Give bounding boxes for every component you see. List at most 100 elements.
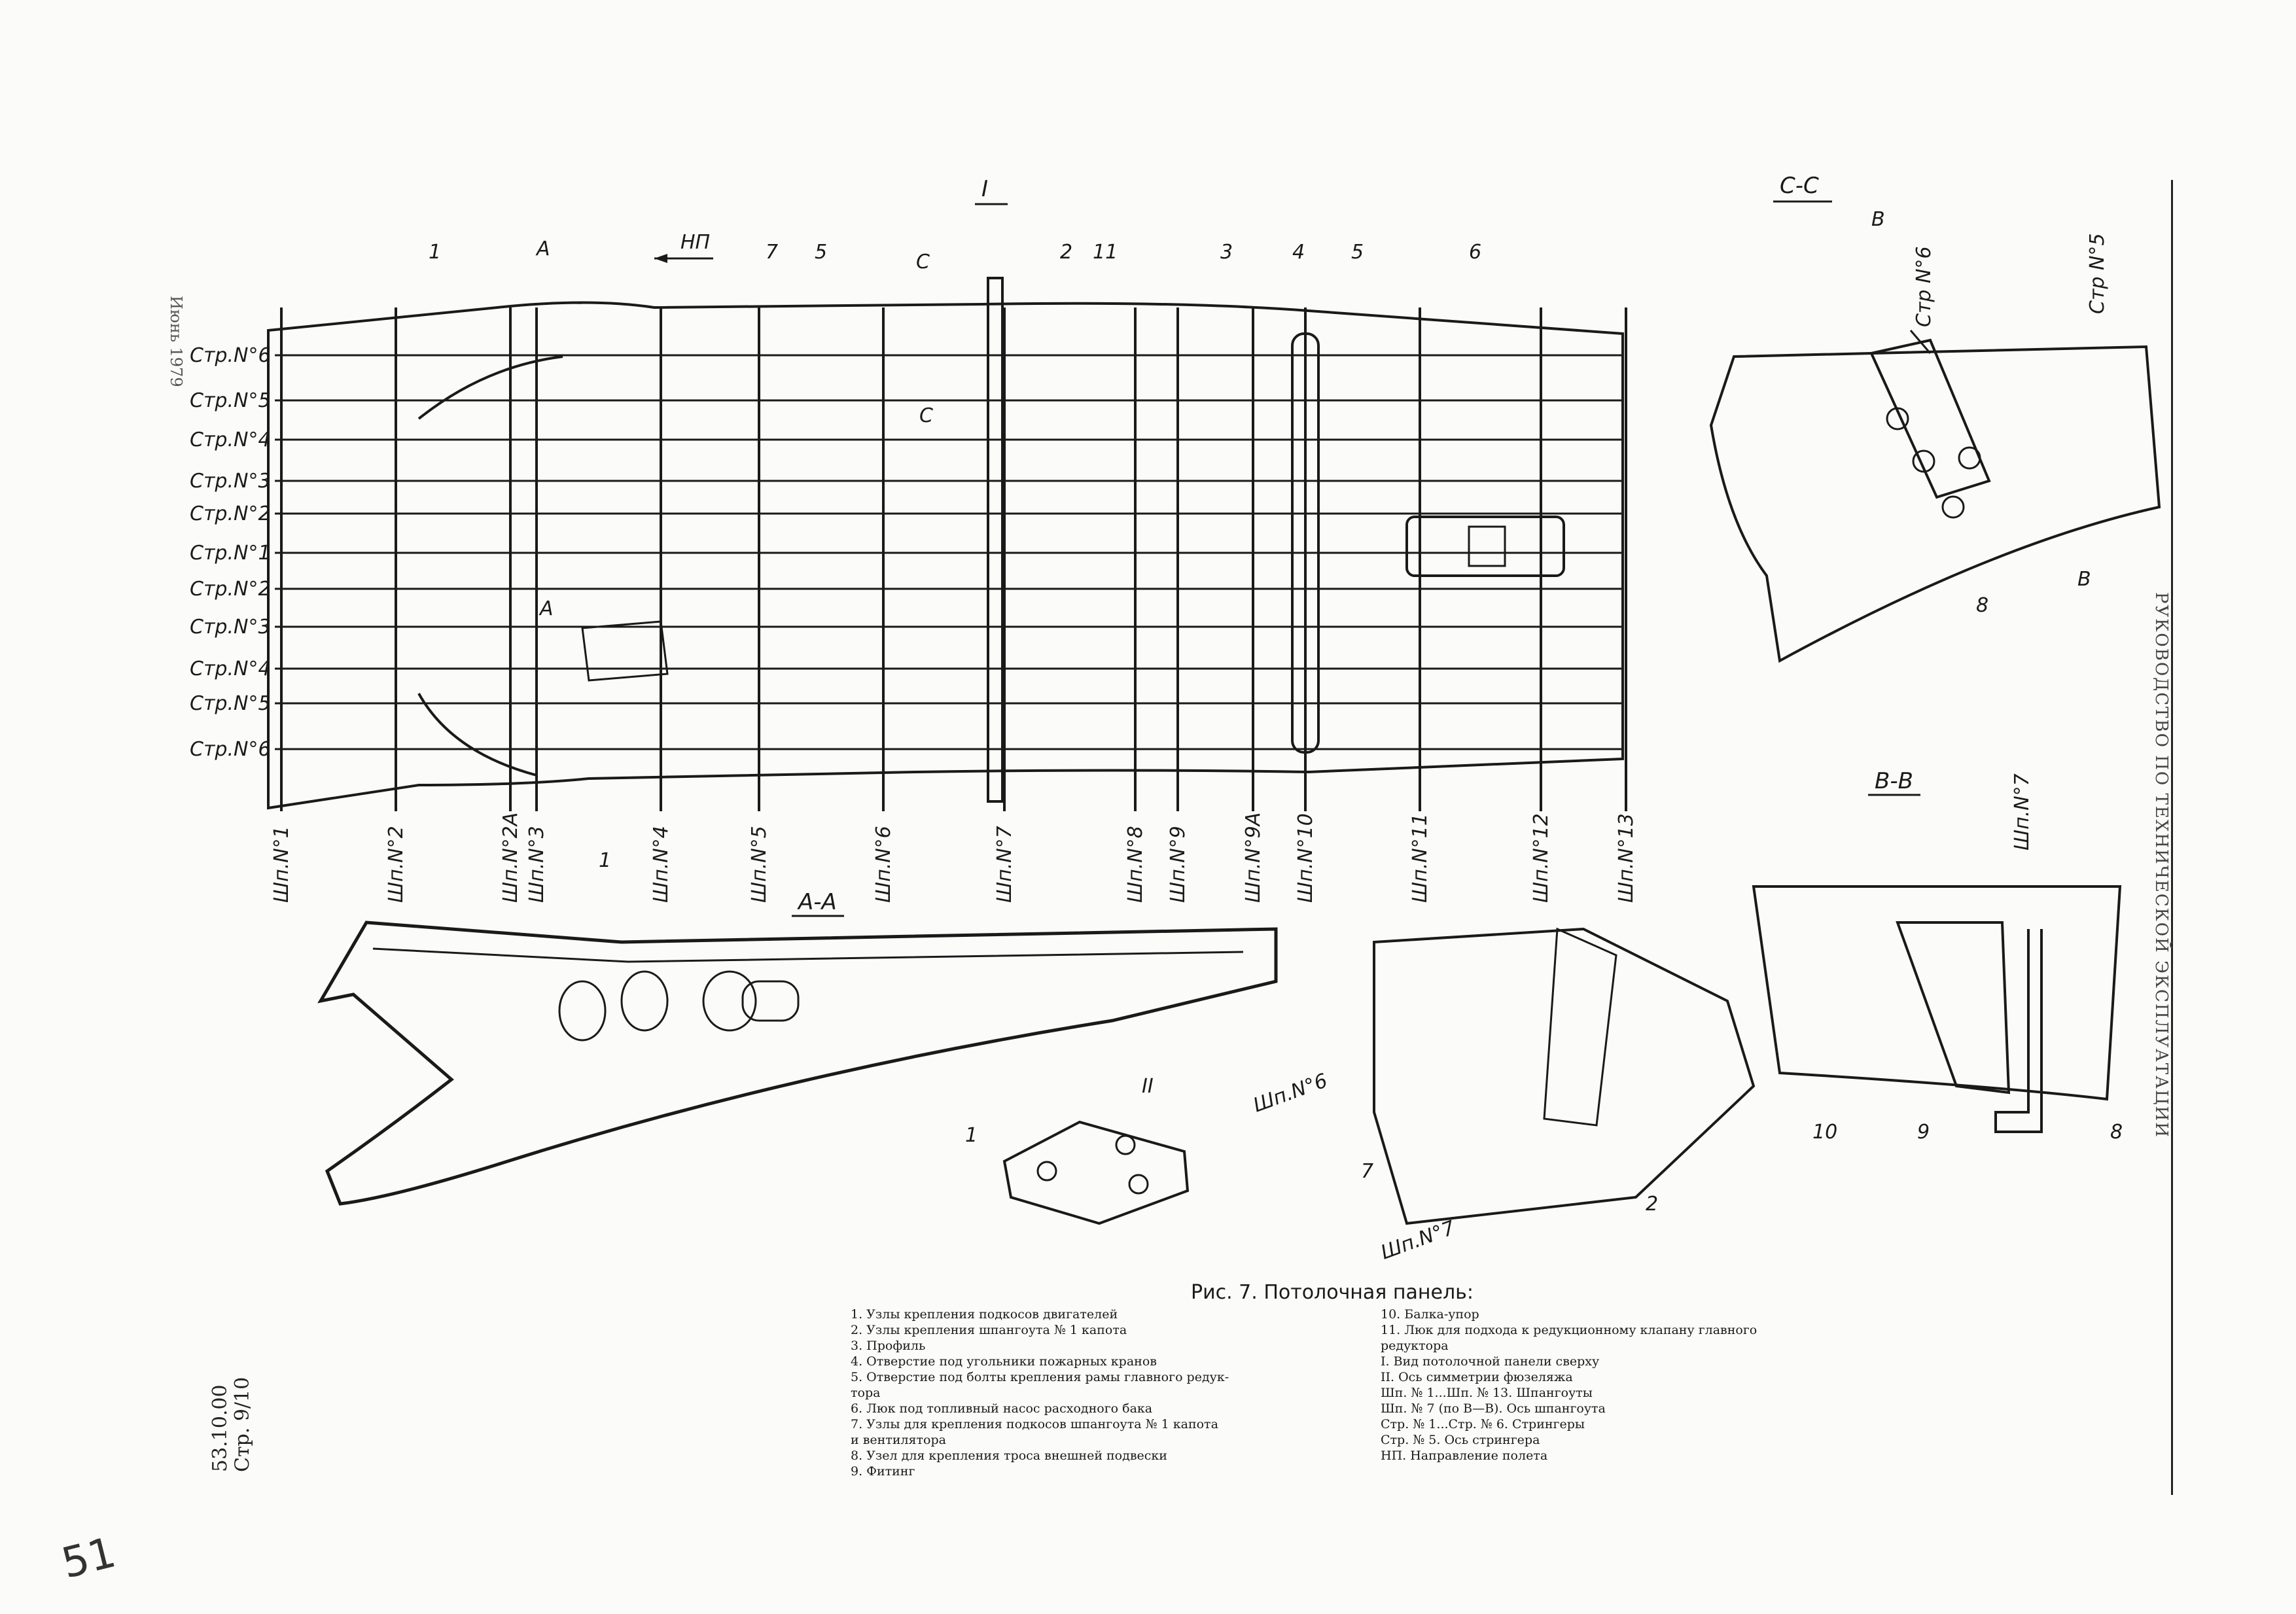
callout-label: 11	[1093, 241, 1118, 264]
callout-label: 1	[429, 241, 441, 264]
profile-beam-frame-7	[987, 277, 1004, 803]
section-cc-stringer-label: Стр N°6	[1913, 246, 1935, 327]
legend-item: 2. Узлы крепления шпангоута № 1 капота	[851, 1323, 1127, 1337]
frame-label: Шп.N°11	[1409, 813, 1432, 903]
callout-label: 4	[1292, 241, 1305, 264]
top-view-title: I	[981, 176, 988, 202]
detail-bolt-3	[1128, 1174, 1149, 1195]
frame-label: Шп.N°13	[1615, 813, 1638, 903]
section-cc-bolt-2	[1912, 449, 1935, 473]
frame-label: Шп.N°3	[525, 826, 548, 903]
section-cc-mark-b-top: В	[1871, 208, 1885, 231]
section-mark-a-bottom: А	[539, 597, 554, 620]
detail-bolt-1	[1036, 1161, 1057, 1182]
frame-label: Шп.N°9	[1167, 826, 1190, 903]
manual-title: РУКОВОДСТВО ПО ТЕХНИЧЕСКОЙ ЭКСПЛУАТАЦИИ	[2151, 592, 2171, 1138]
legend-item: 3. Профиль	[851, 1339, 926, 1353]
cutout-plate	[581, 620, 669, 682]
section-mark-c-top: С	[916, 251, 930, 273]
section-bb-fitting	[1896, 921, 2011, 1095]
isometric-frame-6-label: Шп.N°6	[1250, 1069, 1331, 1117]
legend-item: 8. Узел для крепления троса внешней подв…	[851, 1448, 1167, 1463]
legend-item: и вентилятора	[851, 1433, 946, 1447]
stringer-label: Стр.N°4	[190, 429, 271, 451]
section-aa-hole-2	[620, 970, 669, 1032]
callout-label: 3	[1220, 241, 1233, 264]
isometric-frame-7-label: Шп.N°7	[1378, 1216, 1458, 1264]
detail-plate	[1002, 1120, 1190, 1225]
frame-label: Шп.N°10	[1294, 813, 1317, 903]
figure-caption: Рис. 7. Потолочная панель:	[1191, 1281, 1474, 1304]
legend-item: 5. Отверстие под болты крепления рамы гл…	[851, 1370, 1229, 1384]
section-bb-beam	[1994, 929, 2043, 1133]
section-mark-c-bottom: С	[919, 404, 933, 427]
detail-callout-1: 1	[965, 1124, 978, 1147]
date-stamp: Июнь 1979	[167, 296, 185, 387]
fuel-pump-hatch	[1405, 516, 1565, 577]
frame-label: Шп.N°1	[270, 826, 293, 903]
legend-item: Стр. № 1...Стр. № 6. Стрингеры	[1381, 1417, 1585, 1431]
section-cc: С-С Стр N°5 Стр N°6 В В 8	[1709, 173, 2161, 663]
document-page: Стр. 9/10	[231, 1377, 254, 1472]
section-aa-title: А-А	[797, 889, 837, 915]
section-cc-bolt-1	[1886, 407, 1909, 430]
callout-label: 7	[766, 241, 778, 264]
section-mark-a-top: А	[535, 237, 550, 260]
section-bb-callout-10: 10	[1812, 1121, 1837, 1144]
legend-item: 7. Узлы для крепления подкосов шпангоута…	[851, 1417, 1218, 1431]
section-aa: А-А II 1	[317, 849, 1278, 1206]
section-cc-bolt-3	[1941, 495, 1965, 519]
callout-label: 5	[1351, 241, 1364, 264]
stringer-label: Стр.N°3	[190, 470, 271, 493]
legend-item: тора	[851, 1386, 881, 1400]
section-bb-title: В-В	[1875, 768, 1913, 794]
legend-item: 4. Отверстие под угольники пожарных кран…	[851, 1354, 1157, 1369]
frame-label: Шп.N°2	[385, 826, 408, 903]
section-bb-callout-9: 9	[1917, 1121, 1930, 1144]
legend-item: Шп. № 1...Шп. № 13. Шпангоуты	[1381, 1386, 1593, 1400]
frame-label: Шп.N°12	[1530, 813, 1553, 903]
section-cc-mark-b-bottom: В	[2077, 568, 2091, 591]
frame-label: Шп.N°5	[748, 826, 771, 903]
stringer-label: Стр.N°5	[190, 389, 271, 412]
frame-label: Шп.N°7	[993, 826, 1016, 903]
section-aa-outline	[317, 921, 1278, 1206]
legend-item: 6. Люк под топливный насос расходного ба…	[851, 1401, 1153, 1416]
frame-label: Шп.N°6	[872, 826, 895, 903]
document-id: 53.10.00 Стр. 9/10	[209, 1377, 254, 1472]
isometric-callout-2: 2	[1646, 1193, 1658, 1216]
stringer-label: Стр.N°1	[190, 542, 271, 565]
callout-label: 5	[815, 241, 827, 264]
isometric-outline	[1373, 927, 1756, 1225]
detail-bolt-2	[1115, 1134, 1136, 1155]
section-cc-callout-8: 8	[1976, 594, 1988, 617]
section-cc-title: С-С	[1780, 173, 1819, 199]
section-cc-frame-label: Стр N°5	[2086, 233, 2109, 314]
stringer-label: Стр.N°6	[190, 344, 271, 367]
front-beam-upper	[417, 355, 563, 420]
legend-item: Шп. № 7 (по В—В). Ось шпангоута	[1381, 1401, 1606, 1416]
profile-beam-frame-10	[1291, 332, 1320, 754]
stringer-label: Стр.N°3	[190, 616, 271, 639]
legend-item: II. Ось симметрии фюзеляжа	[1381, 1370, 1573, 1384]
detail-view-1: 1	[965, 1120, 1190, 1225]
flight-direction-label: НП	[680, 231, 710, 254]
section-aa-axis-label: II	[1142, 1075, 1154, 1098]
legend-item: I. Вид потолочной панели сверху	[1381, 1354, 1600, 1369]
section-bb: В-В Шп.N°7 10 9 8	[1752, 768, 2123, 1144]
section-bb-outline	[1752, 885, 2122, 1101]
legend-item: Стр. № 5. Ось стрингера	[1381, 1433, 1540, 1447]
top-view-panel: Стр.N°6Стр.N°5Стр.N°4Стр.N°3Стр.N°2Стр.N…	[190, 176, 1638, 903]
frame-label: Шп.N°9А	[1242, 813, 1265, 903]
legend-item: 10. Балка-упор	[1381, 1307, 1479, 1322]
frame-label: Шп.N°8	[1124, 826, 1147, 903]
section-aa-oval-cutout	[741, 980, 800, 1022]
stringer-lines: Стр.N°6Стр.N°5Стр.N°4Стр.N°3Стр.N°2Стр.N…	[190, 344, 1623, 761]
legend-item: редуктора	[1381, 1339, 1449, 1353]
margin-rule	[2171, 180, 2173, 1495]
